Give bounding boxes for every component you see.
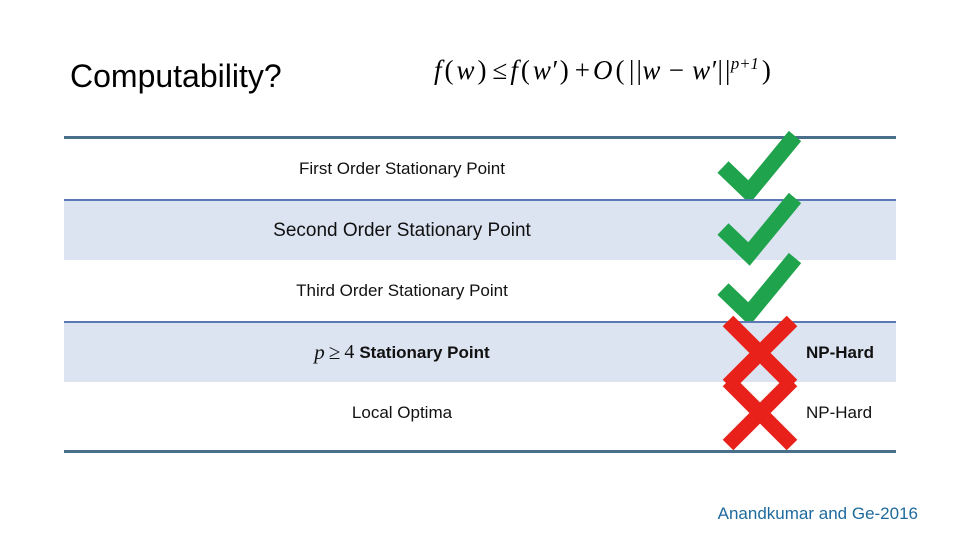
row-label-text: Stationary Point bbox=[359, 342, 490, 362]
table-row: Third Order Stationary Point bbox=[64, 252, 896, 326]
page-title: Computability? bbox=[70, 58, 282, 94]
row-label: Local Optima bbox=[351, 402, 453, 422]
table-bottom-rule bbox=[64, 450, 896, 453]
row-note: NP-Hard bbox=[806, 342, 875, 362]
table-top-rule bbox=[64, 136, 896, 139]
headline-formula: f(w)≤f(w′)+O(||w − w′||p+1) bbox=[434, 54, 771, 85]
table-row: Local Optima NP-Hard bbox=[64, 375, 896, 450]
attribution-text: Anandkumar and Ge-2016 bbox=[717, 504, 918, 523]
formula-lhs-arg: w bbox=[456, 55, 475, 85]
formula-rhs-arg: w′ bbox=[532, 55, 557, 85]
row-label: First Order Stationary Point bbox=[299, 158, 505, 178]
comparison-table: First Order Stationary Point Second Orde… bbox=[64, 130, 896, 450]
row-label-math-op: ≥ bbox=[328, 340, 341, 364]
table-row: First Order Stationary Point bbox=[64, 130, 896, 204]
formula-bigo: O bbox=[593, 55, 613, 85]
row-label: Third Order Stationary Point bbox=[296, 280, 508, 300]
row-label-math-num: 4 bbox=[344, 341, 355, 363]
formula-exponent: p+1 bbox=[730, 54, 759, 73]
formula-lhs-fn: f bbox=[434, 55, 442, 85]
table-row: Second Order Stationary Point bbox=[64, 192, 896, 266]
row-note: NP-Hard bbox=[806, 402, 873, 422]
row-label: Second Order Stationary Point bbox=[273, 219, 531, 241]
formula-plus: + bbox=[574, 55, 591, 85]
formula-relation: ≤ bbox=[492, 55, 508, 85]
formula-norm: ||w − w′|| bbox=[627, 55, 731, 85]
row-label-math-var: p bbox=[314, 340, 325, 364]
formula-rhs-fn: f bbox=[510, 55, 518, 85]
